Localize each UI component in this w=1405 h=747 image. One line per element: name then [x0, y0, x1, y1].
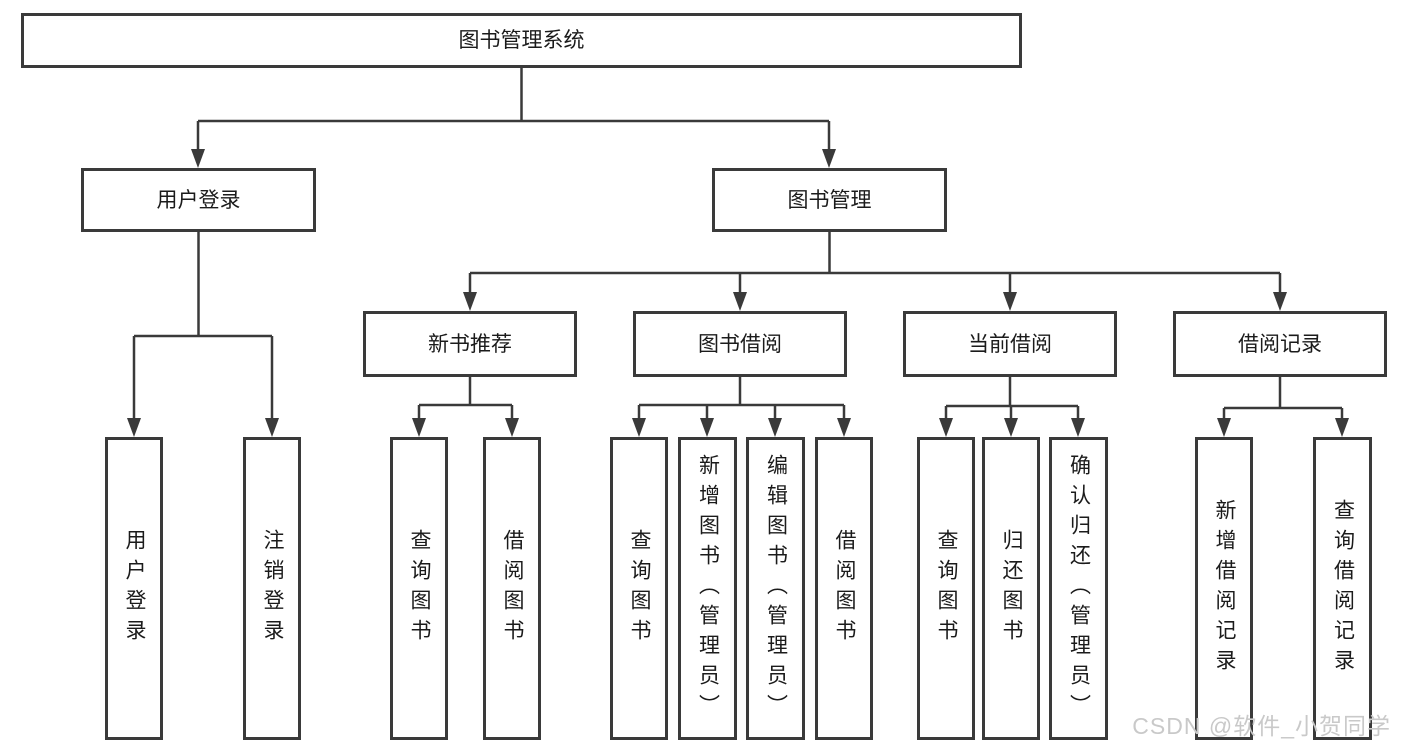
arrow-down-icon	[1217, 418, 1231, 437]
arrow-down-icon	[412, 418, 426, 437]
node-label: 借阅图书	[501, 528, 525, 649]
node-label: 注销登录	[261, 528, 285, 649]
leaf-add-borrow-record: 新增借阅记录	[1195, 437, 1253, 740]
csdn-watermark: CSDN @软件_小贺同学	[1132, 713, 1391, 739]
arrowheads-bookborrow	[632, 418, 851, 437]
node-label: 借阅记录	[1238, 332, 1322, 356]
arrowheads-currentborrow	[939, 418, 1085, 437]
arrowheads-level3	[463, 292, 1287, 311]
leaf-query-books-current: 查询图书	[917, 437, 975, 740]
node-new-book-recommend: 新书推荐	[363, 311, 577, 377]
node-current-borrow: 当前借阅	[903, 311, 1117, 377]
node-library-system: 图书管理系统	[21, 13, 1022, 68]
node-label: 查询借阅记录	[1331, 498, 1355, 679]
node-label: 图书借阅	[698, 332, 782, 356]
connector-bookmgmt-to-level3	[468, 232, 1282, 293]
node-label: 查询图书	[628, 528, 652, 649]
node-label: 当前借阅	[968, 332, 1052, 356]
node-label: 确认归还（管理员）	[1067, 453, 1091, 724]
leaf-return-books: 归还图书	[982, 437, 1040, 740]
leaf-query-books-borrow: 查询图书	[610, 437, 668, 740]
arrowheads-newbook	[412, 418, 519, 437]
arrow-down-icon	[768, 418, 782, 437]
leaf-logout-login: 注销登录	[243, 437, 301, 740]
arrow-down-icon	[1335, 418, 1349, 437]
node-borrow-records: 借阅记录	[1173, 311, 1387, 377]
leaf-borrow-books-borrow: 借阅图书	[815, 437, 873, 740]
node-label: 借阅图书	[833, 528, 857, 649]
node-label: 图书管理	[787, 188, 872, 212]
leaf-query-books-recommend: 查询图书	[390, 437, 448, 740]
arrow-down-icon	[822, 149, 836, 168]
node-user-login: 用户登录	[81, 168, 316, 232]
leaf-add-books-admin: 新增图书（管理员）	[678, 437, 737, 740]
connector-userlogin-to-leaves	[132, 232, 274, 419]
node-label: 图书管理系统	[458, 29, 585, 52]
node-label: 新增借阅记录	[1213, 498, 1237, 679]
arrow-down-icon	[1003, 292, 1017, 311]
arrow-down-icon	[939, 418, 953, 437]
arrow-down-icon	[127, 418, 141, 437]
node-label: 用户登录	[123, 528, 147, 649]
leaf-user-login: 用户登录	[105, 437, 163, 740]
connector-bookborrow-to-leaves	[637, 377, 846, 419]
arrow-down-icon	[1071, 418, 1085, 437]
arrowheads-borrowrecords	[1217, 418, 1349, 437]
node-label: 新增图书（管理员）	[696, 453, 720, 724]
arrow-down-icon	[191, 149, 205, 168]
leaf-edit-books-admin: 编辑图书（管理员）	[746, 437, 805, 740]
arrow-down-icon	[463, 292, 477, 311]
arrow-down-icon	[1273, 292, 1287, 311]
arrow-down-icon	[837, 418, 851, 437]
connector-currentborrow-to-leaves	[944, 377, 1080, 419]
node-label: 新书推荐	[428, 332, 512, 356]
arrow-down-icon	[632, 418, 646, 437]
arrow-down-icon	[265, 418, 279, 437]
leaf-query-borrow-record: 查询借阅记录	[1313, 437, 1372, 740]
node-book-borrow: 图书借阅	[633, 311, 847, 377]
arrow-down-icon	[700, 418, 714, 437]
node-label: 查询图书	[408, 528, 432, 649]
leaf-borrow-books-recommend: 借阅图书	[483, 437, 541, 740]
arrow-down-icon	[1004, 418, 1018, 437]
arrow-down-icon	[505, 418, 519, 437]
node-label: 用户登录	[156, 188, 241, 212]
connector-borrowrecords-to-leaves	[1222, 377, 1344, 419]
arrow-down-icon	[733, 292, 747, 311]
connector-root-to-level2	[196, 66, 831, 150]
node-book-management: 图书管理	[712, 168, 947, 232]
connector-newbook-to-leaves	[417, 377, 514, 419]
arrowheads-level2	[191, 149, 836, 168]
node-label: 归还图书	[1000, 528, 1024, 649]
node-label: 查询图书	[935, 528, 959, 649]
leaf-confirm-return-admin: 确认归还（管理员）	[1049, 437, 1108, 740]
arrowheads-userlogin	[127, 418, 279, 437]
node-label: 编辑图书（管理员）	[764, 453, 788, 724]
